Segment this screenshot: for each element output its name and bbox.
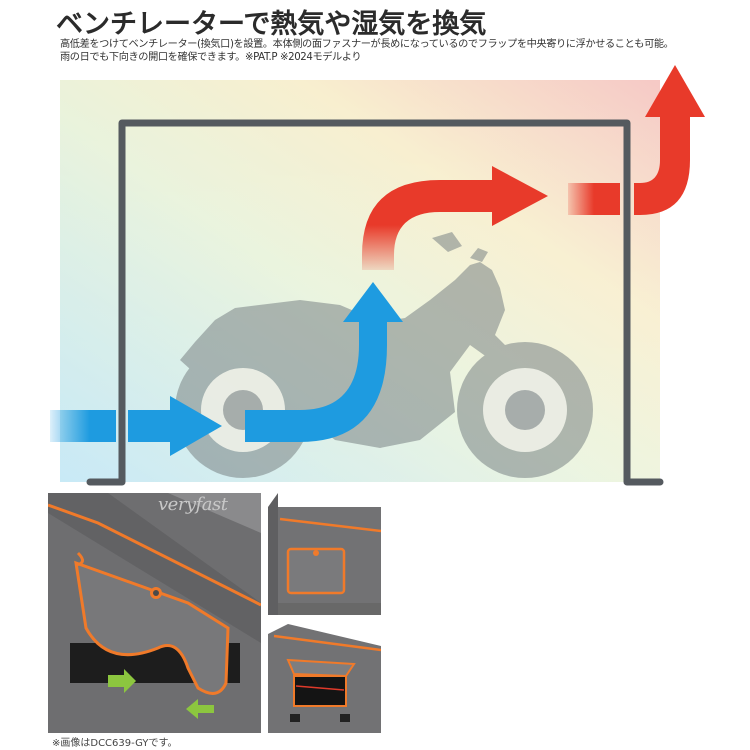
watermark-text: veryfast: [158, 494, 228, 515]
outflow-arrow-inside: [362, 166, 548, 270]
ventilator-closed-photo: [268, 493, 381, 615]
inflow-arrow-curved: [245, 282, 403, 442]
description-line-1: 高低差をつけてベンチレーター(換気口)を設置。本体側の面ファスナーが長めになって…: [60, 39, 674, 50]
ventilator-flap-photo: [48, 493, 261, 733]
ventilation-diagram: [50, 65, 705, 486]
outflow-arrow-exit: [568, 183, 620, 215]
headline: ベンチレーターで熱気や湿気を換気: [56, 9, 487, 40]
description-line-2: 雨の日でも下向きの開口を確保できます。※PAT.P ※2024モデルより: [60, 52, 362, 63]
outflow-arrow-outside: [634, 65, 705, 215]
ventilator-open-photo: [268, 624, 381, 733]
velcro-arrow-icon: [108, 669, 214, 719]
inflow-arrow-inside: [128, 396, 222, 456]
cover-frame-outline: [86, 119, 664, 486]
inflow-arrow-outside: [50, 410, 116, 442]
image-caption: ※画像はDCC639-GYです。: [52, 738, 178, 749]
